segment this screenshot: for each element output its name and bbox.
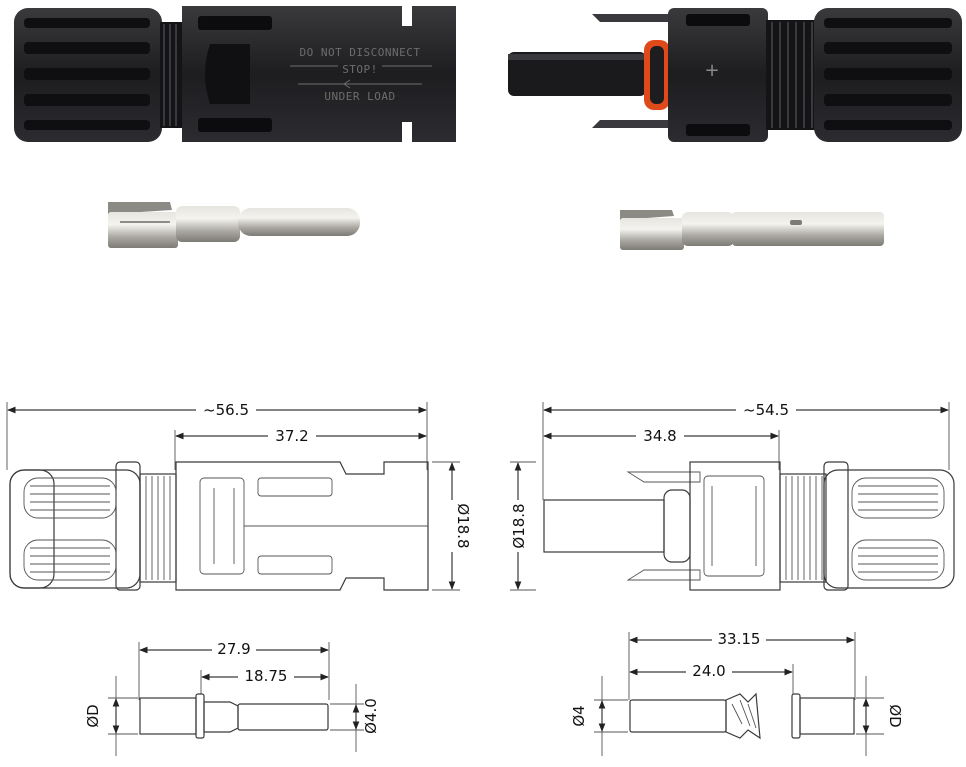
warning-label-line2: STOP!	[342, 63, 378, 76]
female-pin-socket-length: 24.0	[692, 662, 725, 680]
female-overall-length: ~56.5	[203, 401, 249, 419]
polarity-plus: +	[704, 60, 719, 81]
male-diameter: Ø18.8	[510, 503, 528, 548]
female-body-length: 37.2	[275, 427, 308, 445]
male-pin-total-length: 27.9	[217, 640, 250, 658]
female-pin-photo	[620, 210, 884, 250]
female-pin-socket-diameter: Ø4	[570, 705, 588, 726]
female-pin-drawing: 33.15 24.0 Ø4 ØD	[570, 630, 904, 756]
female-pin-cable-diameter: ØD	[886, 704, 904, 727]
male-pin-tip-length: 18.75	[245, 667, 288, 685]
male-overall-length: ~54.5	[743, 401, 789, 419]
male-body-length: 34.8	[643, 427, 676, 445]
male-connector-photo: +	[508, 8, 962, 142]
male-pin-diameter: Ø4.0	[362, 698, 380, 734]
male-pin-cable-diameter: ØD	[84, 704, 102, 727]
female-connector-drawing: ~56.5 37.2 Ø18.8	[6, 401, 472, 591]
female-pin-total-length: 33.15	[718, 630, 761, 648]
male-pin-drawing: 27.9 18.75 ØD Ø4.0	[84, 640, 380, 756]
female-diameter: Ø18.8	[454, 503, 472, 548]
warning-label-line1: DO NOT DISCONNECT	[299, 46, 420, 59]
male-connector-drawing: ~54.5 34.8 Ø18.8	[510, 401, 955, 591]
female-connector-photo: DO NOT DISCONNECT STOP! UNDER LOAD	[14, 6, 456, 142]
male-pin-photo	[108, 202, 360, 248]
warning-label-line3: UNDER LOAD	[324, 90, 395, 103]
